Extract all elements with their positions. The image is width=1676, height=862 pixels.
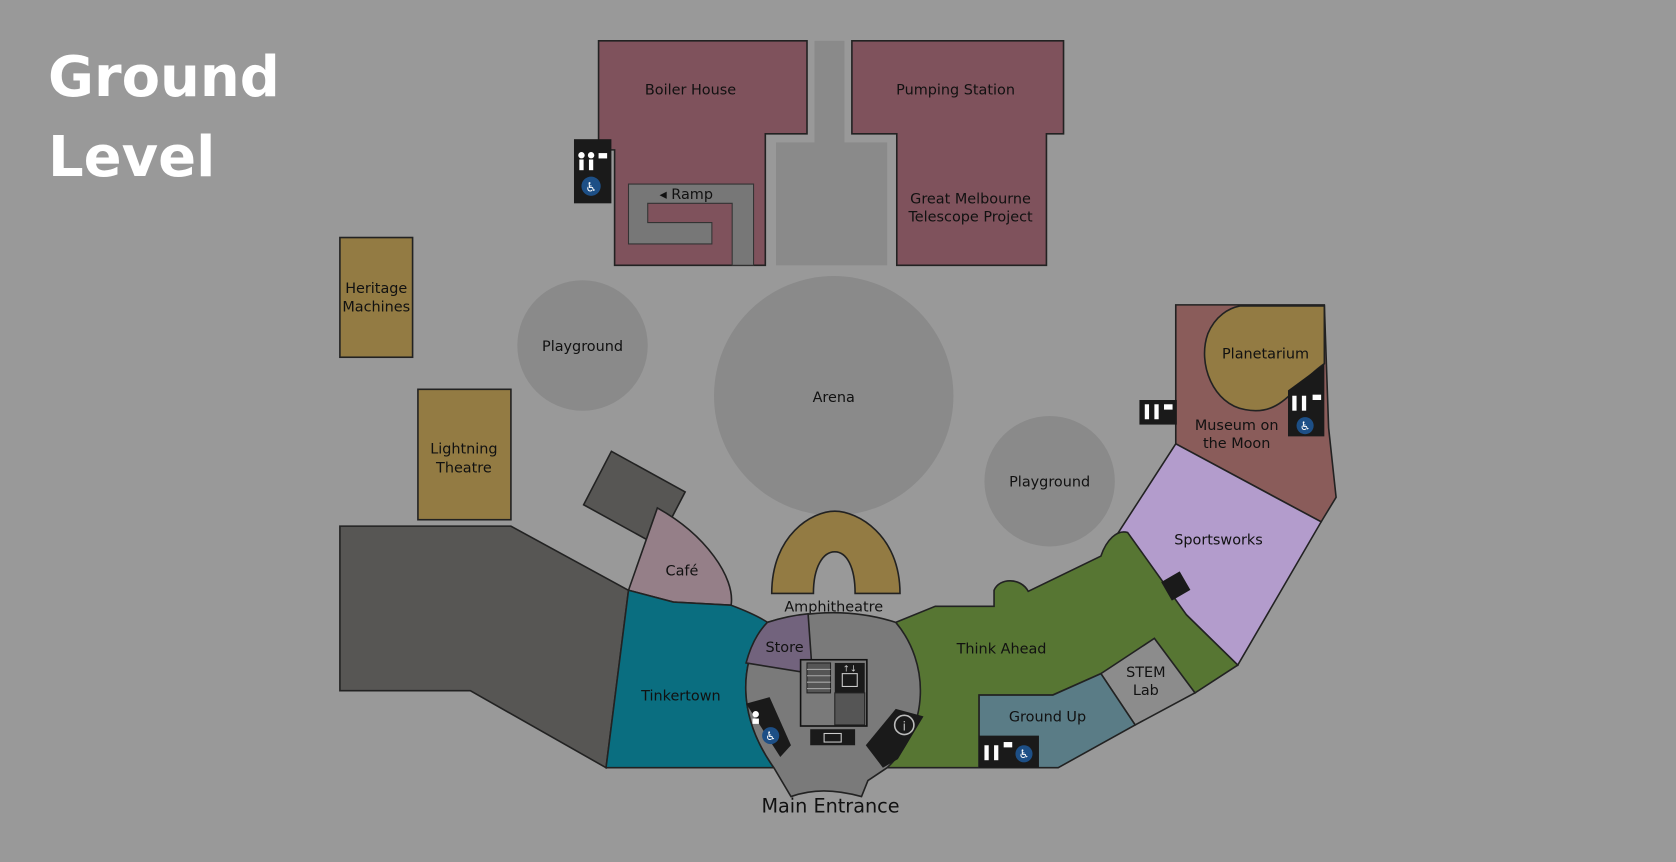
ramp[interactable]: ◂ Ramp [627,183,755,266]
moon-label-2: the Moon [1203,436,1270,452]
building-west [339,525,630,769]
svg-text:↑↓: ↑↓ [843,664,857,674]
lightning-label-1: Lightning [430,441,497,457]
moon-label-1: Museum on [1195,418,1279,434]
ramp-label: ◂ Ramp [659,187,713,203]
walkway [814,40,845,148]
store-label: Store [766,640,804,656]
svg-text:♿: ♿ [1300,419,1311,433]
telescope-label-2: Telescope Project [907,210,1033,226]
lightning-theatre[interactable]: Lightning Theatre [417,388,512,521]
lift-icon: ↑↓ [834,662,865,693]
svg-text:♿: ♿ [765,729,776,743]
page-title: Ground Level [48,38,280,198]
telescope-label-1: Great Melbourne [910,191,1031,207]
accessible-icon: ♿ [762,727,780,745]
arena[interactable]: Arena [714,276,954,516]
ramp-steps [834,692,866,726]
stairs-icon [806,662,832,694]
playground-right-label: Playground [1009,475,1090,491]
toilets-icon [1292,394,1322,411]
svg-text:♿: ♿ [1019,747,1030,761]
baby-change-icon [752,711,759,724]
tinkertown[interactable]: Tinkertown [605,589,776,769]
sportsworks-entry-icon [1161,571,1191,601]
arena-label: Arena [813,390,855,406]
main-entrance-label: Main Entrance [761,795,899,818]
amenities-ground-up: ♿ [979,735,1039,768]
title-line-2: Level [48,125,216,190]
accessible-icon: ♿ [1296,417,1314,435]
planetarium-label: Planetarium [1222,346,1309,362]
heritage-label-1: Heritage [345,281,407,297]
boiler-house-label: Boiler House [645,82,736,98]
heritage-label-2: Machines [342,299,410,315]
svg-text:♿: ♿ [585,181,597,196]
tinkertown-label: Tinkertown [640,688,720,704]
info-icon[interactable]: i [865,708,924,768]
amphitheatre-label: Amphitheatre [784,600,883,616]
courtyard [776,142,888,266]
toilets-icon [578,152,608,171]
tickets-icon[interactable] [810,729,856,746]
title-line-1: Ground [48,45,280,110]
ground-up-label: Ground Up [1009,710,1086,726]
main-entrance[interactable]: Main Entrance [761,795,899,818]
playground-left[interactable]: Playground [517,280,648,411]
svg-text:i: i [902,719,906,734]
think-ahead-label: Think Ahead [956,641,1047,657]
toilets-icon [984,742,1013,761]
sportsworks-label: Sportsworks [1174,532,1263,548]
amphitheatre[interactable]: Amphitheatre [770,510,901,616]
amenities-moon: ♿ [1139,363,1325,437]
pumping-station-label: Pumping Station [896,82,1015,98]
pumping-station[interactable]: Pumping Station Great Melbourne Telescop… [851,40,1065,267]
accessible-icon: ♿ [581,176,601,196]
cafe-label: Café [666,563,699,579]
playground-left-label: Playground [542,339,623,355]
playground-right[interactable]: Playground [984,416,1115,547]
amenities-foyer: ♿ [746,697,791,758]
heritage-machines[interactable]: Heritage Machines [339,236,414,359]
lightning-label-2: Theatre [435,461,492,477]
stem-label-1: STEM [1126,665,1165,681]
stem-label-2: Lab [1133,683,1159,699]
toilets-icon [1144,404,1173,420]
amenities-boiler: ♿ [573,139,612,204]
accessible-icon: ♿ [1015,745,1033,763]
stairs-lift: ↑↓ [799,658,868,727]
